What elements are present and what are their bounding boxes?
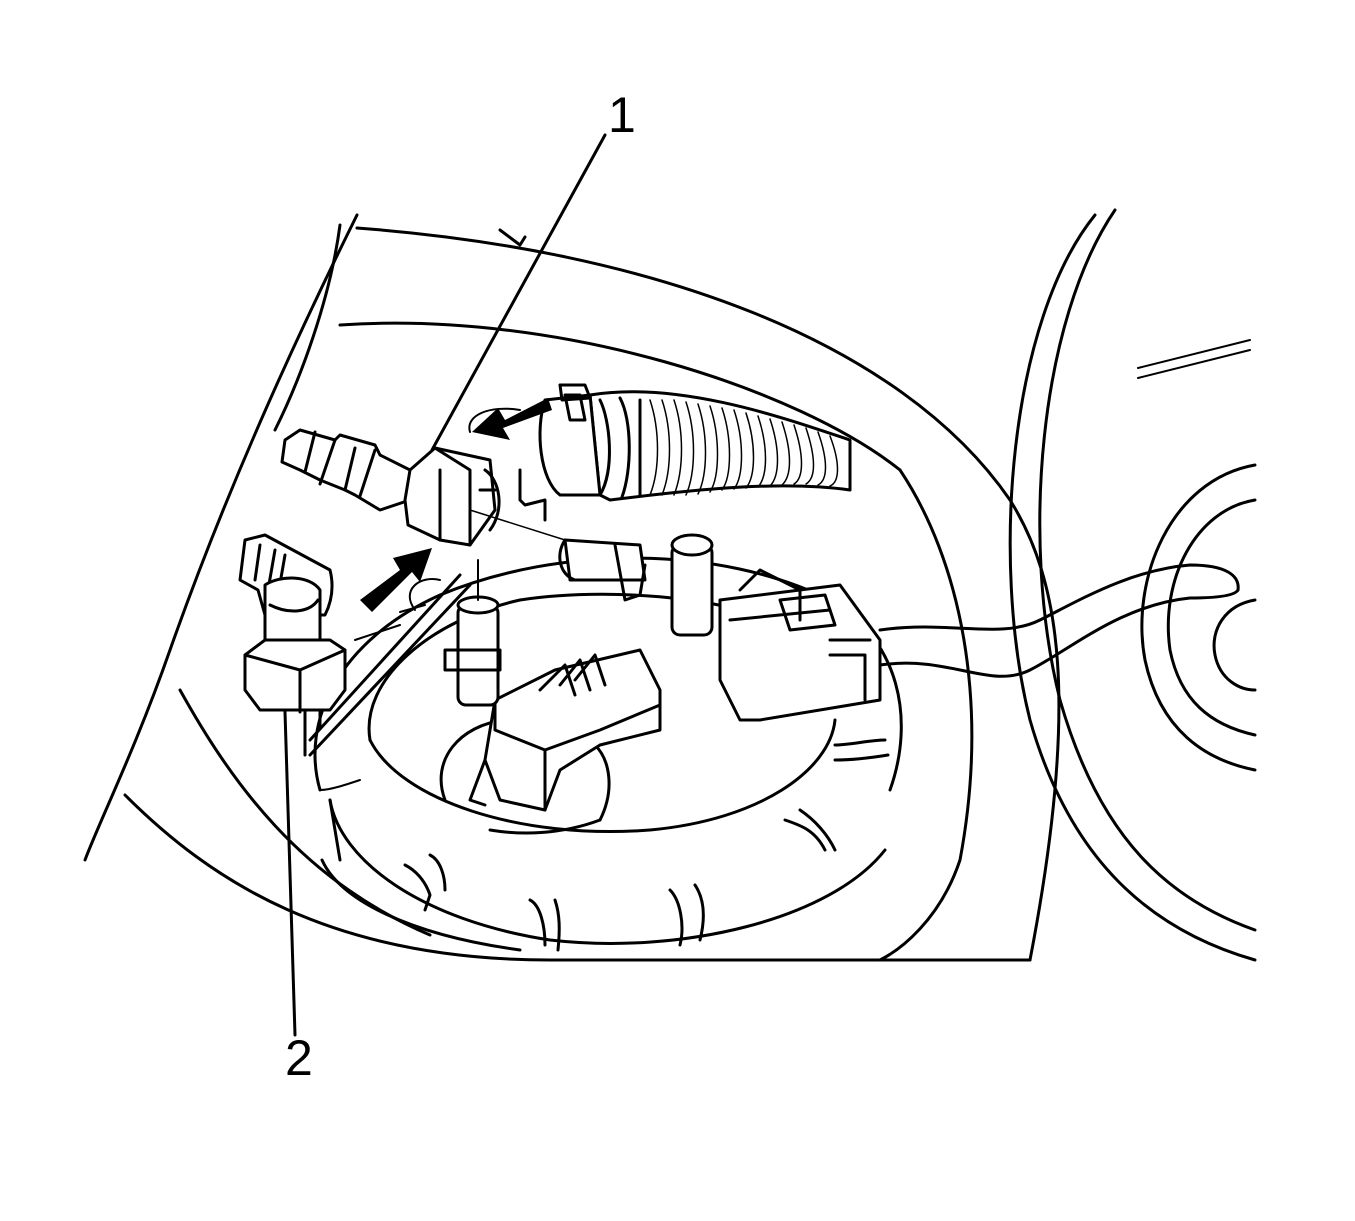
fuel-tank-outline [83, 213, 1061, 962]
wheel-well [1008, 208, 1257, 962]
callout-labels: 1 2 [285, 87, 636, 1086]
callout-leaders [283, 133, 607, 1037]
vent-valve [558, 533, 714, 637]
callout-1-label: 1 [608, 87, 636, 143]
arrow-down-left-icon [472, 398, 552, 440]
pump-module-flange [313, 556, 903, 952]
fuel-feed-line [280, 383, 852, 547]
pump-electrical-connector [439, 648, 662, 835]
callout-2-label: 2 [285, 1030, 313, 1086]
wiring-harness-connector [718, 563, 1240, 722]
callout-2-leader [283, 710, 297, 1037]
release-direction-arrows [360, 398, 552, 612]
arrow-up-right-icon [360, 548, 432, 612]
callout-1-leader [430, 133, 607, 452]
vent-stub [443, 559, 502, 707]
fuel-return-line [238, 533, 472, 757]
